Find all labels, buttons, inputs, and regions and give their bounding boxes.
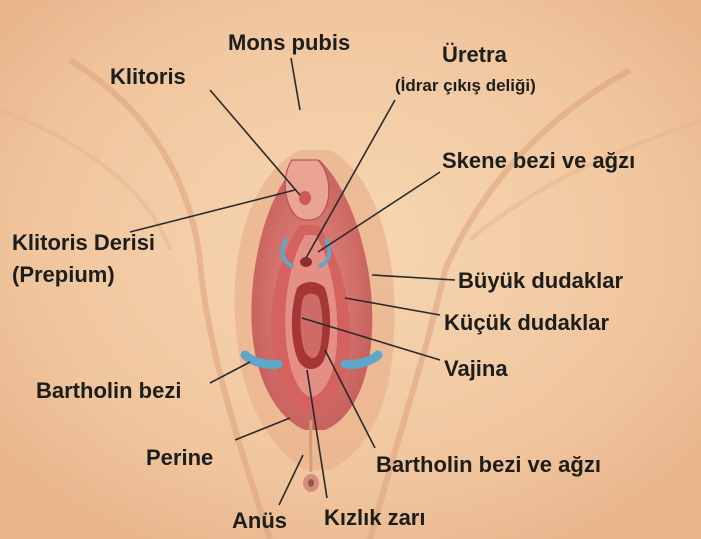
label-mons-pubis: Mons pubis — [228, 30, 351, 55]
label-perine: Perine — [146, 445, 214, 470]
leader-bartholin-agzi — [324, 349, 376, 449]
leader-anus — [278, 454, 304, 506]
leader-uretra — [305, 99, 396, 259]
leader-mons-pubis — [290, 57, 301, 111]
skene-gland-right — [318, 238, 332, 268]
skene-gland-left — [280, 238, 294, 268]
bartholin-gland-right — [340, 350, 383, 369]
label-vajina: Vajina — [444, 356, 508, 381]
leader-buyuk-dudaklar — [371, 274, 456, 281]
label-uretra-sub: (İdrar çıkış deliği) — [395, 76, 536, 95]
left-groin-line — [0, 108, 172, 251]
label-prepium: (Prepium) — [12, 262, 115, 287]
label-bartholin-agzi: Bartholin bezi ve ağzı — [376, 452, 601, 477]
left-thigh-crease — [68, 57, 273, 539]
leader-perine — [234, 417, 291, 441]
leader-klitoris — [209, 89, 301, 196]
leader-klitoris-derisi — [129, 189, 296, 233]
clitoral-hood — [284, 159, 330, 221]
clitoris-glans — [299, 191, 311, 205]
label-bartholin-bezi: Bartholin bezi — [36, 378, 182, 403]
right-groin-line — [468, 118, 701, 242]
label-klitoris-derisi: Klitoris Derisi — [12, 230, 156, 255]
anus-center — [308, 479, 314, 487]
label-anus: Anüs — [232, 508, 287, 533]
label-uretra: Üretra — [442, 42, 507, 67]
leader-skene — [317, 171, 441, 253]
leader-kucuk-dudaklar — [344, 297, 441, 316]
label-skene: Skene bezi ve ağzı — [442, 148, 636, 173]
leader-kizlik-zari — [306, 369, 328, 499]
leader-bartholin-bezi — [209, 361, 251, 384]
bartholin-gland-left — [240, 350, 283, 369]
label-klitoris: Klitoris — [110, 64, 186, 89]
leader-vajina — [301, 317, 441, 361]
right-thigh-crease — [367, 67, 632, 539]
label-buyuk-dudaklar: Büyük dudaklar — [458, 268, 624, 293]
label-kucuk-dudaklar: Küçük dudaklar — [444, 310, 610, 335]
label-kizlik-zari: Kızlık zarı — [324, 505, 426, 530]
hymen-ring — [300, 293, 323, 358]
urethral-opening — [300, 257, 312, 267]
